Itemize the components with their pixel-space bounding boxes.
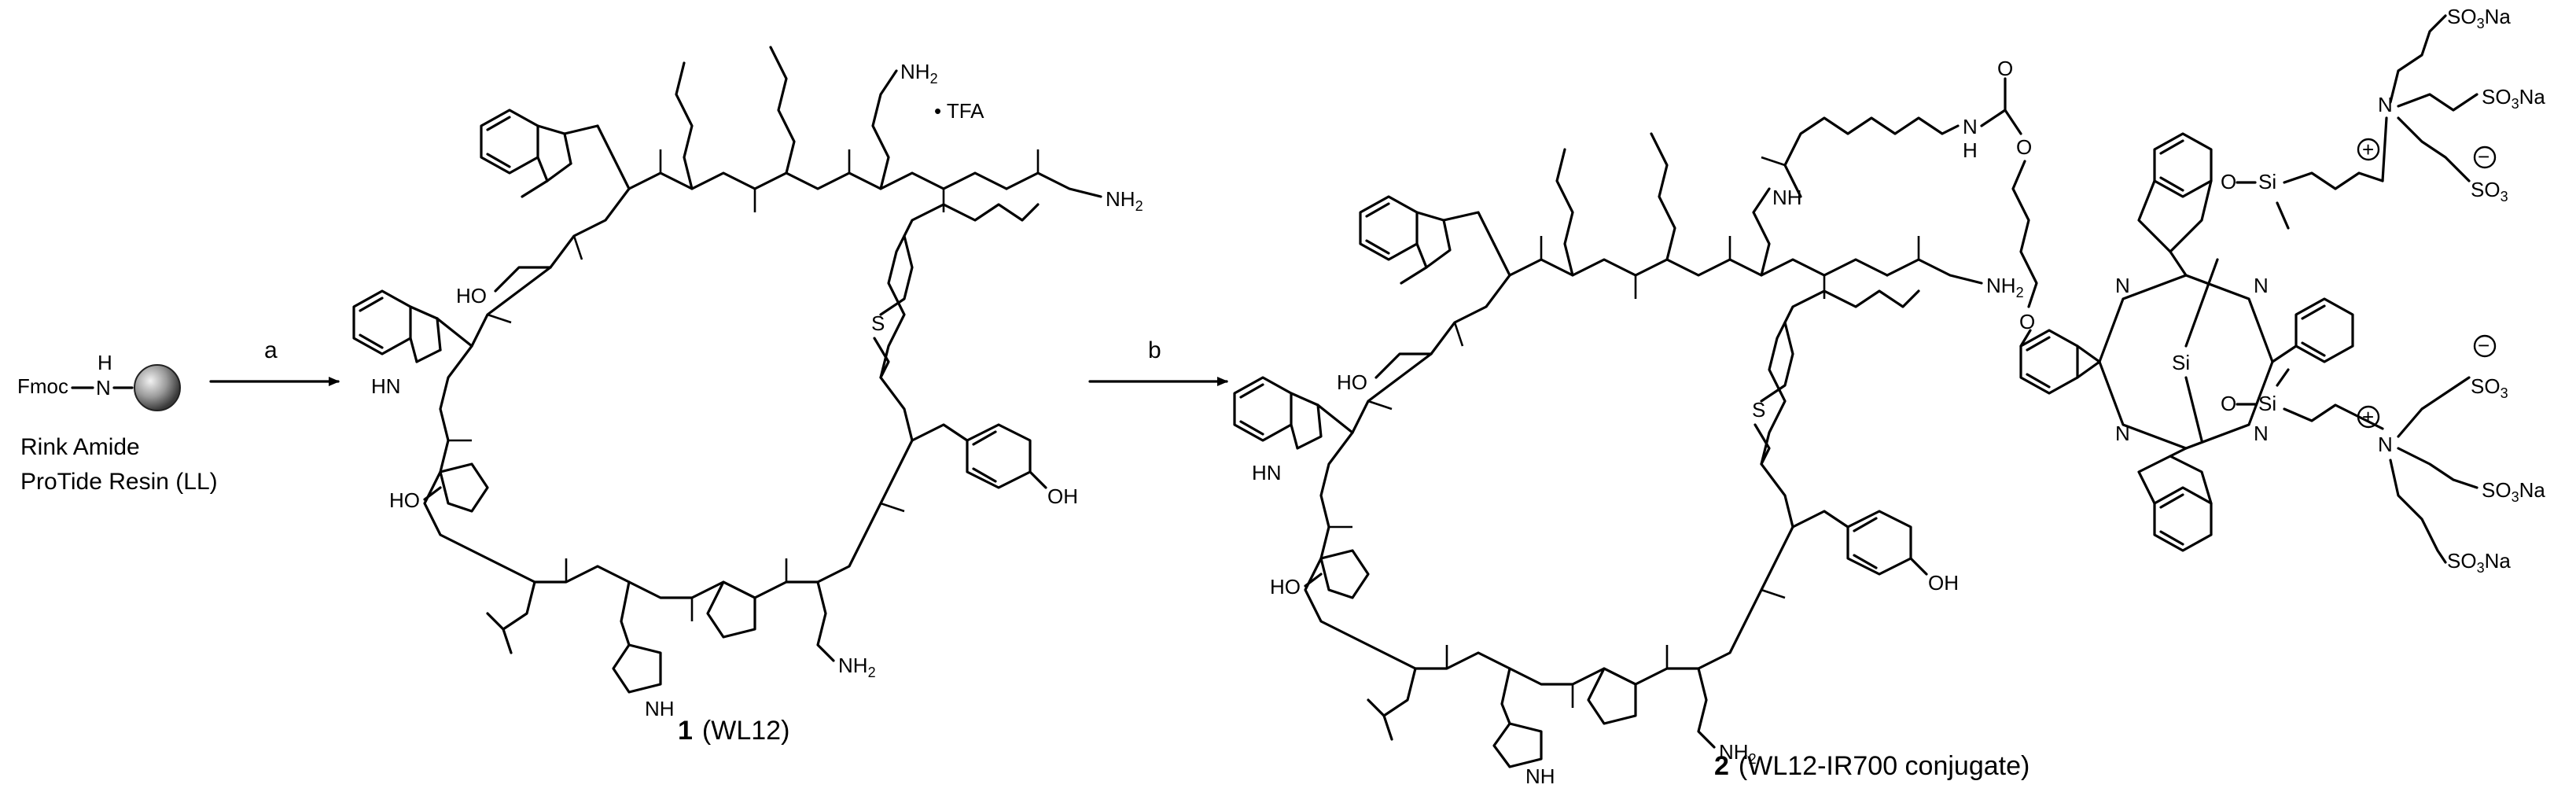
c2-nh-his: NH (1525, 764, 1555, 788)
resin-nh-n: N (96, 376, 111, 400)
c2-minus-top: − (2478, 145, 2490, 168)
c2-plus-top: + (2362, 138, 2374, 161)
c1-oh-tyr: OH (1047, 484, 1078, 508)
c1-nh-his: NH (645, 697, 675, 720)
c2-axial-si-top: Si (2258, 170, 2276, 193)
c2-central-si: Si (2172, 351, 2190, 374)
c2-ether-o: O (2019, 310, 2035, 333)
c2-so3na-2: SO3Na (2482, 85, 2545, 112)
c2-macrocycle-backbone (1304, 242, 1920, 686)
c2-ammonium-n-bottom: N (2378, 433, 2393, 456)
c1-caption: 1(WL12) (678, 716, 789, 746)
c2-ho-pro: HO (1270, 575, 1301, 599)
c2-plus-bottom: + (2362, 405, 2374, 429)
c1-indole (352, 289, 473, 363)
c1-methylindole (480, 109, 615, 198)
c2-ring-n4: N (2254, 422, 2269, 445)
c2-carbamate-h: H (1963, 138, 1978, 162)
c1-tfa-salt: • TFA (934, 99, 984, 123)
c2-ir700-core: Si N N N N O Si N + SO3Na SO3Na − SO (2019, 5, 2545, 576)
c2-ho-ser: HO (1337, 370, 1367, 394)
c2-nh2-asn: NH2 (1719, 740, 1757, 767)
reaction-arrow-a: a (209, 337, 340, 386)
step-b-label: b (1148, 337, 1161, 363)
c2-axial-o-bottom: O (2221, 392, 2236, 415)
c1-nh2-lys: NH2 (900, 60, 938, 87)
c1-ho-ser: HO (456, 284, 487, 308)
c2-so3na-4: SO3Na (2447, 549, 2511, 576)
resin-nh-h: H (98, 351, 112, 374)
resin-bead-icon (134, 364, 181, 411)
c2-ring-n2: N (2254, 274, 2269, 297)
c2-carbonyl-o: O (1997, 57, 2013, 80)
c1-sulfur: S (871, 311, 885, 335)
c2-axial-si-bottom: Si (2258, 392, 2276, 415)
resin-starting-material: Fmoc H N Rink Amide ProTide Resin (LL) (17, 351, 218, 495)
c2-minus-bottom: − (2478, 333, 2490, 357)
reaction-arrow-b: b (1088, 337, 1228, 386)
c2-nh2-amide: NH2 (1986, 274, 2024, 300)
c2-oh-tyr: OH (1928, 571, 1959, 595)
compound-1-structure: NH2 • TFA NH2 S HO HN HO (352, 46, 1143, 746)
c2-so3na-1: SO3Na (2447, 5, 2511, 31)
c2-ammonium-n-top: N (2378, 93, 2393, 116)
c2-so3-bottom: SO3 (2471, 374, 2508, 401)
c1-macrocycle-backbone (423, 156, 1040, 599)
c2-carbamate-n: N (1963, 115, 1978, 138)
c2-so3na-3: SO3Na (2482, 478, 2545, 505)
step-a-label: a (264, 337, 278, 363)
fmoc-label: Fmoc (17, 374, 68, 398)
c2-sulfur: S (1752, 398, 1765, 422)
c1-ho-pro: HO (389, 488, 420, 512)
compound-2-structure: NH N H O O O NH2 S HO HN HO (1233, 5, 2545, 788)
c2-axial-o-top: O (2221, 170, 2236, 193)
c2-so3-top: SO3 (2471, 178, 2508, 204)
c1-nh2-amide: NH2 (1106, 187, 1143, 214)
c2-caption: 2(WL12-IR700 conjugate) (1714, 751, 2030, 781)
c2-ester-o: O (2016, 135, 2032, 159)
c2-ring-n1: N (2115, 274, 2130, 297)
c1-nh2-asn: NH2 (838, 654, 876, 680)
resin-name-line2: ProTide Resin (LL) (20, 469, 218, 495)
c1-hn-trp: HN (371, 374, 401, 398)
resin-name-line1: Rink Amide (20, 434, 140, 460)
c2-hn-trp: HN (1252, 461, 1282, 484)
c2-ring-n3: N (2115, 422, 2130, 445)
